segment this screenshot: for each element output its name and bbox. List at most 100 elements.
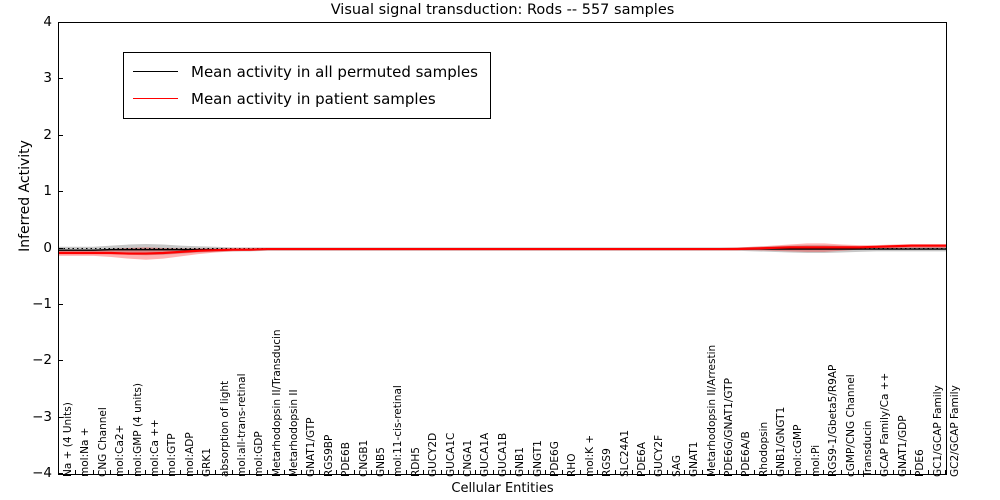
x-tick-label: PDE6A bbox=[635, 442, 648, 477]
x-tick-label: PDE6G/GNAT1/GTP bbox=[722, 378, 735, 477]
x-tick-mark bbox=[249, 470, 251, 475]
y-tick-label: 1 bbox=[43, 183, 52, 200]
x-tick-mark bbox=[788, 470, 790, 475]
x-tick-mark bbox=[771, 470, 773, 475]
x-tick-mark bbox=[544, 470, 546, 475]
x-tick-mark bbox=[597, 470, 599, 475]
x-tick-label: GUCY2D bbox=[427, 432, 440, 477]
x-tick-label: RHO bbox=[566, 453, 579, 477]
x-tick-mark bbox=[840, 470, 842, 475]
x-tick-mark bbox=[927, 470, 929, 475]
y-tick-label: 3 bbox=[43, 70, 52, 87]
x-tick-mark bbox=[649, 470, 651, 475]
x-tick-mark bbox=[945, 470, 946, 475]
x-tick-mark bbox=[753, 470, 755, 475]
x-tick-label: GNB1 bbox=[514, 447, 527, 477]
y-tick-label: −3 bbox=[32, 408, 52, 425]
x-tick-label: GNAT1/GDP bbox=[896, 415, 909, 477]
x-tick-mark bbox=[214, 470, 216, 475]
x-tick-label: mol:ADP bbox=[183, 432, 196, 477]
plot-svg bbox=[59, 243, 946, 260]
x-tick-label: PDE6A/B bbox=[740, 431, 753, 477]
y-tick-label: 0 bbox=[43, 239, 52, 256]
y-tick-mark bbox=[58, 22, 63, 23]
x-tick-mark bbox=[318, 470, 320, 475]
legend-label: Mean activity in patient samples bbox=[191, 89, 436, 108]
x-tick-label: GNB1/GNGT1 bbox=[775, 406, 788, 477]
x-tick-label: RGS9-1/Gbeta5/R9AP bbox=[827, 364, 840, 477]
x-tick-mark bbox=[579, 470, 581, 475]
x-tick-mark bbox=[92, 470, 94, 475]
x-tick-label: mol:GMP (4 units) bbox=[131, 383, 144, 477]
x-tick-mark bbox=[631, 470, 633, 475]
x-tick-mark bbox=[562, 470, 564, 475]
x-tick-mark bbox=[805, 470, 807, 475]
x-tick-label: CNGA1 bbox=[462, 439, 475, 477]
legend-label: Mean activity in all permuted samples bbox=[191, 62, 478, 81]
y-tick-mark bbox=[58, 360, 63, 362]
x-tick-label: GUCA1C bbox=[444, 432, 457, 477]
y-tick-label: −1 bbox=[32, 295, 52, 312]
x-tick-mark bbox=[405, 470, 407, 475]
x-tick-mark bbox=[875, 470, 877, 475]
x-tick-label: mol:cGMP bbox=[792, 424, 805, 477]
x-tick-label: mol:K + bbox=[583, 434, 596, 477]
x-tick-label: Na + (4 Units) bbox=[62, 402, 74, 477]
x-tick-label: mol:Ca ++ bbox=[148, 419, 161, 477]
legend-line-swatch bbox=[133, 98, 178, 99]
x-tick-mark bbox=[527, 470, 529, 475]
x-tick-mark bbox=[858, 470, 860, 475]
x-tick-label: SAG bbox=[670, 455, 683, 477]
x-tick-label: mol:Pi bbox=[809, 444, 822, 477]
y-tick-mark bbox=[58, 247, 63, 249]
x-tick-label: GNB5 bbox=[375, 447, 388, 477]
x-tick-label: GUCA1B bbox=[496, 432, 509, 477]
x-tick-label: cGMP/CNG Channel bbox=[844, 374, 857, 477]
x-tick-mark bbox=[440, 470, 442, 475]
x-tick-label: GUCA1A bbox=[479, 432, 492, 477]
y-tick-mark bbox=[58, 416, 63, 418]
x-tick-label: GC1/GCAP Family bbox=[931, 385, 944, 477]
x-tick-label: Transducin bbox=[862, 420, 875, 477]
x-tick-mark bbox=[423, 470, 425, 475]
x-tick-mark bbox=[179, 470, 181, 475]
x-tick-label: Metarhodopsin II bbox=[288, 389, 301, 477]
x-tick-label: RGS9BP bbox=[322, 434, 335, 477]
x-tick-label: GNGT1 bbox=[531, 440, 544, 477]
x-axis-label: Cellular Entities bbox=[451, 481, 554, 496]
x-tick-label: mol:Ca2+ bbox=[114, 424, 127, 477]
x-tick-mark bbox=[353, 470, 355, 475]
legend-entry: Mean activity in patient samples bbox=[133, 85, 478, 112]
x-tick-mark bbox=[701, 470, 703, 475]
confidence-band bbox=[59, 243, 946, 260]
x-tick-mark bbox=[371, 470, 373, 475]
x-tick-mark bbox=[475, 470, 477, 475]
x-tick-label: Metarhodopsin II/Transducin bbox=[270, 329, 283, 477]
x-tick-mark bbox=[58, 470, 59, 475]
x-tick-label: GNAT1 bbox=[688, 441, 701, 477]
x-tick-label: absorption of light bbox=[218, 380, 231, 477]
y-tick-mark bbox=[58, 191, 63, 193]
x-tick-label: Metarhodopsin II/Arrestin bbox=[705, 344, 718, 477]
x-tick-mark bbox=[718, 470, 720, 475]
y-tick-mark bbox=[58, 473, 63, 474]
x-tick-mark bbox=[110, 470, 112, 475]
x-tick-mark bbox=[231, 470, 233, 475]
x-tick-label: GNAT1/GTP bbox=[305, 417, 318, 478]
x-tick-label: CNGB1 bbox=[357, 439, 370, 477]
x-tick-mark bbox=[144, 470, 146, 475]
x-tick-label: mol:all-trans-retinal bbox=[235, 373, 248, 477]
x-tick-label: PDE6G bbox=[548, 441, 561, 477]
x-tick-mark bbox=[127, 470, 129, 475]
y-tick-label: 2 bbox=[43, 126, 52, 143]
y-tick-mark bbox=[58, 303, 63, 305]
y-tick-label: −2 bbox=[32, 352, 52, 369]
x-tick-label: GC2/GCAP Family bbox=[949, 385, 961, 477]
chart-title: Visual signal transduction: Rods -- 557 … bbox=[330, 2, 675, 18]
x-tick-label: mol:Na + bbox=[79, 427, 92, 477]
x-tick-label: PDE6B bbox=[340, 442, 353, 477]
y-tick-label: −4 bbox=[32, 465, 52, 481]
x-tick-label: CNG Channel bbox=[96, 407, 109, 477]
